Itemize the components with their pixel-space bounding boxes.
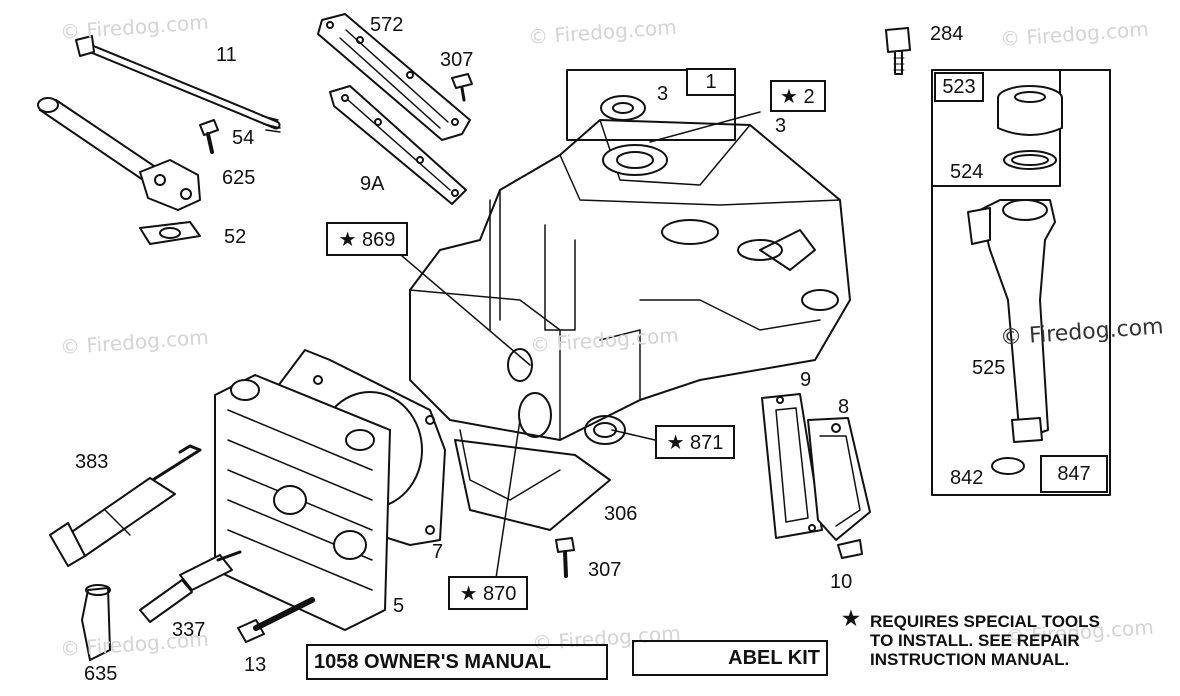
label-1-box: 1 <box>686 68 736 96</box>
part-8-cover <box>807 417 871 541</box>
label-870-box: ★ 870 <box>448 576 528 610</box>
kit-owners-manual: 1058 OWNER'S MANUAL <box>306 644 608 680</box>
label-2-box: ★ 2 <box>770 80 826 112</box>
label-307-lower: 307 <box>588 559 622 581</box>
label-306: 306 <box>604 503 638 525</box>
label-524: 524 <box>950 161 984 183</box>
label-8: 8 <box>838 396 850 418</box>
part-cylinder-block <box>409 119 851 501</box>
label-625: 625 <box>222 167 256 189</box>
part-625-breather-tube <box>37 97 201 211</box>
label-525: 525 <box>972 357 1006 379</box>
label-5: 5 <box>393 595 405 617</box>
part-306-gasket <box>454 439 611 531</box>
label-9a: 9A <box>360 173 385 195</box>
note-line-3: INSTRUCTION MANUAL. <box>870 650 1070 669</box>
label-523-box: 523 <box>934 72 984 102</box>
part-307-lower-screw <box>555 537 575 578</box>
part-572-plate <box>317 13 471 141</box>
label-842: 842 <box>950 467 984 489</box>
note-star: ★ <box>842 608 860 630</box>
kit-owners-manual-text: 1058 OWNER'S MANUAL <box>314 651 552 673</box>
leader-lines <box>394 111 761 579</box>
kit-label: ABEL KIT <box>632 640 828 676</box>
label-383: 383 <box>75 451 109 473</box>
label-13: 13 <box>244 654 267 676</box>
label-284: 284 <box>930 23 964 45</box>
note-line-2: TO INSTALL. SEE REPAIR <box>870 631 1080 650</box>
label-572: 572 <box>370 14 404 36</box>
part-11-breather-tube <box>75 35 281 133</box>
part-52-gasket <box>139 221 201 245</box>
part-5-cylinder-head <box>214 374 391 631</box>
label-11: 11 <box>216 44 237 66</box>
label-52: 52 <box>224 226 247 248</box>
label-3-box: 3 <box>775 115 787 137</box>
label-9: 9 <box>800 369 812 391</box>
label-871-box: ★ 871 <box>655 425 735 459</box>
part-13-bolt <box>237 597 315 643</box>
label-3-seal: 3 <box>657 83 669 105</box>
part-635-boot <box>81 584 111 661</box>
part-383-tool <box>49 444 202 567</box>
part-9a-gasket <box>329 85 467 205</box>
part-1-box <box>566 69 736 141</box>
part-9-gasket <box>761 393 823 539</box>
label-869-box: ★ 869 <box>326 222 408 256</box>
part-10-screw <box>837 539 863 559</box>
label-307-upper: 307 <box>440 49 474 71</box>
part-dipstick-kit-box <box>931 69 1111 496</box>
label-337: 337 <box>172 619 206 641</box>
part-307-screw <box>451 73 473 102</box>
label-847-box: 847 <box>1040 455 1108 493</box>
part-337-spark-plug <box>139 550 242 623</box>
label-635: 635 <box>84 663 118 685</box>
label-10: 10 <box>830 571 853 593</box>
note-line-1: REQUIRES SPECIAL TOOLS <box>870 612 1100 631</box>
part-284-plug <box>885 27 911 75</box>
kit-label-text: ABEL KIT <box>728 647 820 669</box>
part-54-screw <box>199 119 219 154</box>
label-54: 54 <box>232 127 255 149</box>
label-7: 7 <box>432 541 444 563</box>
